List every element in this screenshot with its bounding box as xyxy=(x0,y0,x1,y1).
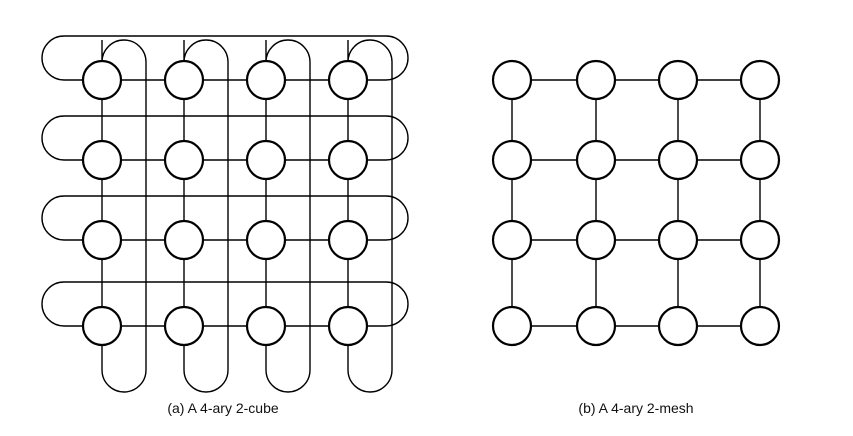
torus-node-1-3 xyxy=(245,59,287,101)
mesh-node-2-1 xyxy=(491,139,533,181)
torus-node-2-1 xyxy=(81,139,123,181)
torus-node-2-3 xyxy=(245,139,287,181)
torus-node-4-4 xyxy=(327,305,369,347)
mesh-node-3-1 xyxy=(491,219,533,261)
torus-node-1-4 xyxy=(327,59,369,101)
mesh-node-4-2 xyxy=(575,305,617,347)
mesh-node-3-4 xyxy=(739,219,781,261)
mesh-node-3-2 xyxy=(575,219,617,261)
torus-node-1-1 xyxy=(81,59,123,101)
torus-column-ring-4 xyxy=(347,39,393,393)
torus-node-3-2 xyxy=(163,219,205,261)
torus-row-ring-3 xyxy=(41,195,409,241)
mesh-links xyxy=(511,79,761,327)
mesh-node-1-2 xyxy=(575,59,617,101)
torus-row-ring-2 xyxy=(41,115,409,161)
mesh-node-3-3 xyxy=(657,219,699,261)
torus-row-ring-1 xyxy=(41,35,409,81)
mesh-node-1-1 xyxy=(491,59,533,101)
torus-node-4-2 xyxy=(163,305,205,347)
torus-node-3-1 xyxy=(81,219,123,261)
mesh-node-2-4 xyxy=(739,139,781,181)
torus-node-2-2 xyxy=(163,139,205,181)
torus-node-4-3 xyxy=(245,305,287,347)
mesh-node-1-3 xyxy=(657,59,699,101)
torus-column-ring-1 xyxy=(101,39,147,393)
mesh-node-4-3 xyxy=(657,305,699,347)
mesh-node-4-4 xyxy=(739,305,781,347)
torus-column-ring-2 xyxy=(183,39,229,393)
torus-links xyxy=(41,35,409,393)
torus-node-2-4 xyxy=(327,139,369,181)
torus-nodes xyxy=(81,59,369,347)
mesh-node-4-1 xyxy=(491,305,533,347)
mesh-diagram xyxy=(491,59,781,347)
mesh-node-1-4 xyxy=(739,59,781,101)
mesh-node-2-2 xyxy=(575,139,617,181)
mesh-node-2-3 xyxy=(657,139,699,181)
torus-node-1-2 xyxy=(163,59,205,101)
torus-caption: (a) A 4-ary 2-cube xyxy=(167,400,279,416)
torus-node-4-1 xyxy=(81,305,123,347)
torus-node-3-4 xyxy=(327,219,369,261)
mesh-caption: (b) A 4-ary 2-mesh xyxy=(578,400,694,416)
mesh-nodes xyxy=(491,59,781,347)
torus-column-ring-3 xyxy=(265,39,311,393)
torus-diagram xyxy=(41,35,409,393)
torus-node-3-3 xyxy=(245,219,287,261)
torus-row-ring-4 xyxy=(41,281,409,327)
